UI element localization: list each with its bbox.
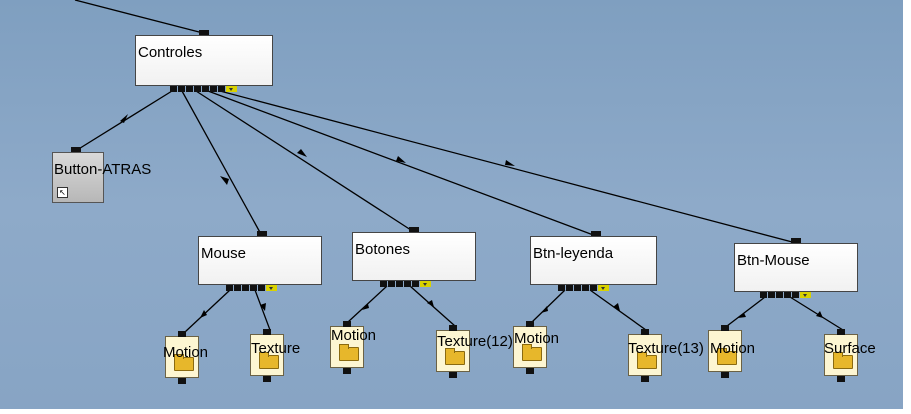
leaf-input-port[interactable] [721, 325, 729, 331]
leaf-mouse-motion[interactable] [165, 331, 199, 384]
node-btn-leyenda[interactable]: Btn-leyenda [530, 236, 657, 285]
node-btn-mouse[interactable]: Btn-Mouse [734, 243, 858, 292]
edge-arrow [297, 149, 307, 157]
node-label: Btn-leyenda [533, 245, 614, 262]
folder-icon [339, 344, 359, 361]
edge-controles-botones [195, 90, 415, 233]
edge-arrow [816, 311, 823, 318]
window-border-right [903, 0, 911, 414]
edge-root-controles [74, 0, 204, 34]
edge-arrow [200, 310, 207, 318]
edge-controles-btn-leyenda [207, 90, 597, 237]
leaf-input-port[interactable] [178, 331, 186, 337]
edge-controles-btn-mouse [219, 90, 797, 244]
edge-controles-mouse [181, 90, 263, 237]
leaf-input-port[interactable] [263, 329, 271, 335]
edge-arrow [260, 303, 266, 311]
leaf-output-port[interactable] [343, 368, 351, 374]
leaf-input-port[interactable] [449, 325, 457, 331]
leaf-input-port[interactable] [837, 329, 845, 335]
edge-arrow [427, 300, 434, 307]
leaf-mouse-texture[interactable] [250, 329, 284, 382]
leaf-btnmouse-motion[interactable] [708, 325, 742, 378]
botones-output-ports[interactable] [380, 281, 431, 287]
leaf-output-port[interactable] [526, 368, 534, 374]
btn-mouse-output-ports[interactable] [760, 292, 811, 298]
button-atras-input-port[interactable] [71, 147, 81, 153]
edge-leyenda-motion [531, 289, 566, 323]
node-label: Botones [355, 241, 411, 258]
leaf-output-port[interactable] [263, 376, 271, 382]
leaf-label: Motion [514, 330, 560, 347]
node-label: Button-ATRAS [54, 161, 152, 178]
edge-arrow [362, 304, 369, 310]
node-label: Controles [138, 44, 203, 61]
chevron-down-icon[interactable] [226, 86, 237, 92]
btn-leyenda-input-port[interactable] [591, 231, 601, 237]
folder-icon [833, 352, 853, 369]
leaf-label: Texture [251, 340, 301, 357]
edge-btnmouse-surface [789, 296, 844, 331]
leaf-output-port[interactable] [837, 376, 845, 382]
botones-input-port[interactable] [409, 227, 419, 233]
chevron-down-icon[interactable] [266, 285, 277, 291]
leaf-label: Texture(12) [437, 333, 513, 350]
node-button-atras[interactable]: Button-ATRAS ↖ [52, 152, 151, 203]
edge-arrow [396, 156, 406, 163]
leaf-output-port[interactable] [641, 376, 649, 382]
edge-arrow [505, 160, 515, 166]
leaf-botones-texture[interactable] [436, 325, 470, 378]
edge-arrow [613, 303, 620, 311]
node-label: Btn-Mouse [737, 252, 810, 269]
leaf-label: Motion [331, 327, 377, 344]
folder-icon [259, 352, 279, 369]
node-label: Mouse [201, 245, 247, 262]
chevron-down-icon[interactable] [800, 292, 811, 298]
btn-mouse-input-port[interactable] [791, 238, 801, 244]
leaf-leyenda-motion[interactable] [513, 321, 547, 374]
edge-arrow [220, 176, 229, 185]
leaf-label: Surface [824, 340, 876, 357]
node-controles[interactable]: Controles [135, 35, 273, 86]
edge-botones-motion [347, 285, 388, 323]
edge-arrow [738, 313, 746, 318]
leaf-input-port[interactable] [526, 321, 534, 327]
leaf-label: Texture(13) [628, 340, 704, 357]
leaf-output-port[interactable] [721, 372, 729, 378]
leaf-label: Motion [710, 340, 756, 357]
cursor-icon: ↖ [57, 187, 68, 198]
controles-input-port[interactable] [199, 30, 209, 36]
leaf-leyenda-texture[interactable] [628, 329, 662, 382]
leaf-input-port[interactable] [641, 329, 649, 335]
folder-icon [522, 344, 542, 361]
window-border-bottom [0, 409, 911, 414]
edge-mouse-texture [254, 289, 271, 331]
folder-icon [445, 348, 465, 365]
leaf-btnmouse-surface[interactable] [824, 329, 858, 382]
btn-leyenda-output-ports[interactable] [558, 285, 609, 291]
edge-leyenda-texture [589, 289, 647, 331]
folder-icon [174, 354, 194, 371]
mouse-output-ports[interactable] [226, 285, 277, 291]
controles-output-ports[interactable] [170, 86, 237, 92]
edge-mouse-motion [184, 289, 231, 333]
edge-arrow [120, 114, 128, 123]
folder-icon [637, 352, 657, 369]
leaf-botones-motion[interactable] [330, 321, 364, 374]
chevron-down-icon[interactable] [420, 281, 431, 287]
leaf-output-port[interactable] [449, 372, 457, 378]
edge-arrow [541, 306, 548, 313]
chevron-down-icon[interactable] [598, 285, 609, 291]
mouse-input-port[interactable] [257, 231, 267, 237]
node-botones[interactable]: Botones [352, 232, 476, 281]
node-mouse[interactable]: Mouse [198, 236, 322, 285]
leaf-label: Motion [163, 344, 209, 361]
folder-icon [717, 348, 737, 365]
leaf-input-port[interactable] [343, 321, 351, 327]
edge-btnmouse-motion [726, 296, 766, 327]
leaf-output-port[interactable] [178, 378, 186, 384]
